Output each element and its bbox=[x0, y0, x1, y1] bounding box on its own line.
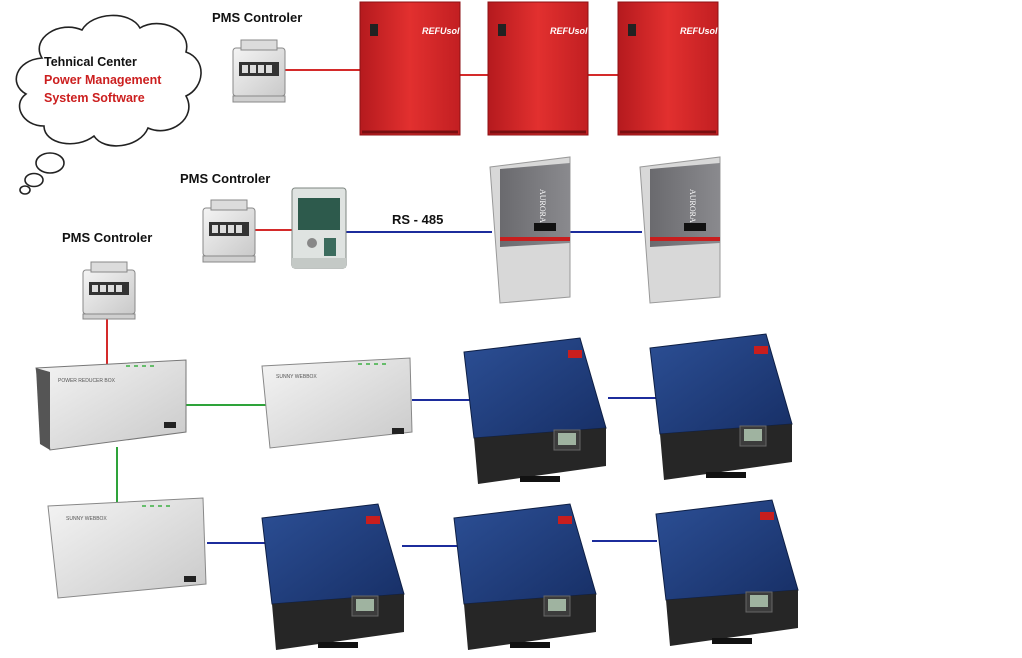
refusol-inverter-3: REFUsol bbox=[617, 1, 719, 136]
refusol-logo-1: REFUsol bbox=[422, 26, 460, 36]
refusol-logo-2: REFUsol bbox=[550, 26, 588, 36]
webbox-label-1: SUNNY WEBBOX bbox=[276, 374, 317, 380]
refusol-inverter-2: REFUsol bbox=[487, 1, 589, 136]
thought-cloud bbox=[15, 14, 202, 195]
power-reducer-box: POWER REDUCER BOX bbox=[35, 359, 187, 451]
connections bbox=[106, 69, 657, 547]
pms-controller-3 bbox=[82, 261, 136, 320]
pms-controller-label-2: PMS Controler bbox=[180, 171, 271, 186]
pms-controller-label-3: PMS Controler bbox=[62, 230, 153, 245]
cloud-bubble-small bbox=[19, 185, 31, 195]
cloud-text: Tehnical Center Power Management System … bbox=[44, 53, 161, 107]
refusol-logo-3: REFUsol bbox=[680, 26, 718, 36]
cloud-line-power-management: Power Management bbox=[44, 73, 162, 87]
cloud-line-tech-center: Tehnical Center bbox=[44, 55, 137, 69]
cloud-line-system-software: System Software bbox=[44, 91, 145, 105]
sunny-webbox-1: SUNNY WEBBOX bbox=[261, 357, 413, 449]
sma-inverter-3 bbox=[261, 503, 405, 650]
aurora-logo-2: AURORA bbox=[688, 189, 697, 223]
refusol-inverter-1: REFUsol bbox=[359, 1, 461, 136]
sunny-webbox-2: SUNNY WEBBOX bbox=[47, 497, 207, 599]
pms-controller-label-1: PMS Controler bbox=[212, 10, 303, 25]
pms-controller-1 bbox=[232, 39, 286, 103]
sma-inverter-4 bbox=[453, 503, 597, 650]
power-reducer-label: POWER REDUCER BOX bbox=[58, 378, 116, 384]
sma-inverter-1 bbox=[463, 337, 607, 484]
cloud-shape bbox=[15, 14, 202, 147]
webbox-label-2: SUNNY WEBBOX bbox=[66, 516, 107, 522]
rs485-interface-module bbox=[291, 187, 347, 269]
aurora-inverter-1: AURORA bbox=[489, 156, 571, 304]
sma-inverter-5 bbox=[655, 499, 799, 646]
rs485-label: RS - 485 bbox=[392, 212, 444, 227]
aurora-inverter-2: AURORA bbox=[639, 156, 721, 304]
cloud-bubble-large bbox=[35, 152, 65, 174]
aurora-logo-1: AURORA bbox=[538, 189, 547, 223]
sma-inverter-2 bbox=[649, 333, 793, 480]
pms-controller-2 bbox=[202, 199, 256, 263]
cloud-bubble-medium bbox=[24, 172, 44, 188]
